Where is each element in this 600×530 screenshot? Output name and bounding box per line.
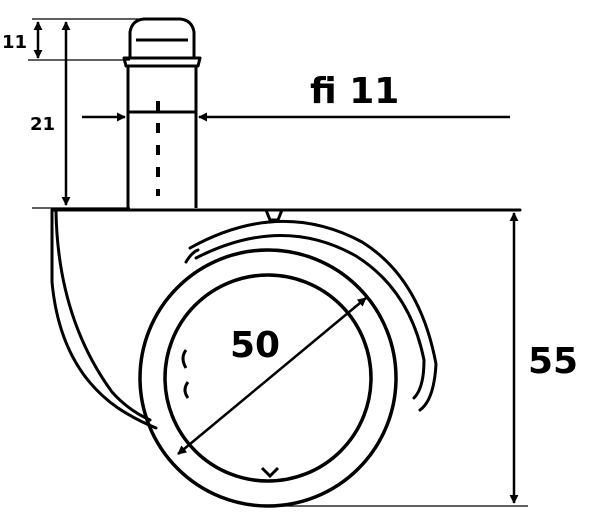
housing-inner-edge	[54, 210, 152, 422]
wheel-bottom-detail	[260, 466, 280, 479]
guard-outer	[188, 220, 438, 412]
wheel-inner	[163, 273, 373, 483]
wheel-diameter-label: 50	[230, 325, 281, 366]
stem-height-label: 21	[30, 114, 56, 135]
housing-outline	[50, 208, 158, 430]
dimensions	[28, 18, 528, 507]
stem	[122, 17, 202, 208]
stem-cap-collar	[122, 56, 202, 68]
total-height-label: 55	[528, 341, 579, 382]
stem-cap	[128, 17, 196, 60]
dim-wheel-diameter	[177, 297, 367, 455]
guard-mid	[194, 234, 426, 400]
stem-shaft	[126, 66, 198, 208]
stem-cap-height-label: 11	[2, 32, 28, 53]
stem-diameter-label: fi 11	[310, 71, 400, 112]
wheel-side-detail	[181, 349, 190, 399]
housing-notch	[264, 208, 284, 222]
wheel-housing	[50, 208, 522, 430]
guard-inner	[184, 248, 200, 264]
